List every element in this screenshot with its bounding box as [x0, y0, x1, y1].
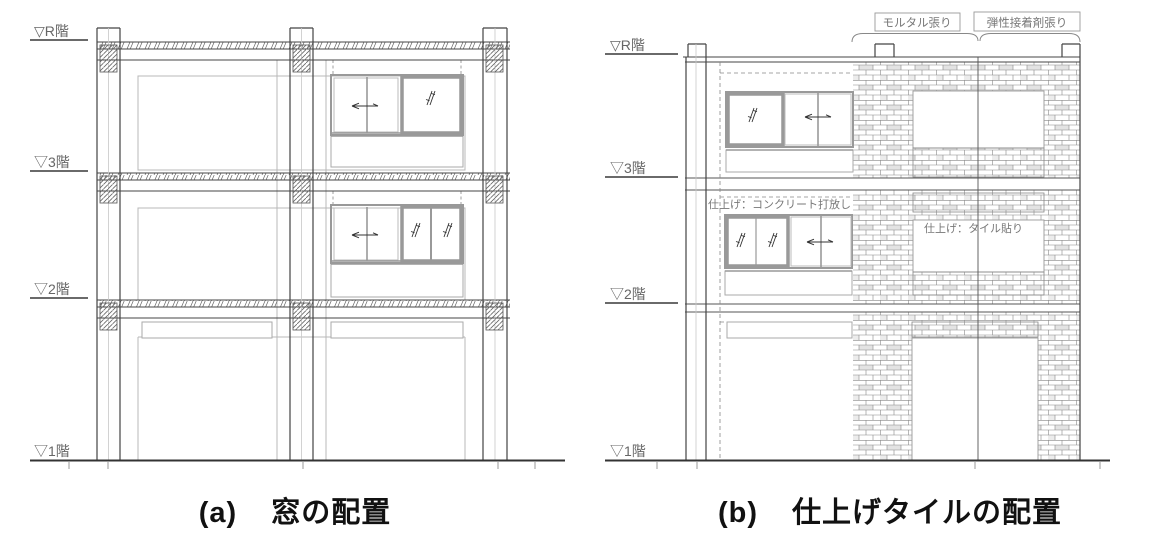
structure-lines — [685, 43, 1081, 460]
window-pane-fixed — [726, 92, 785, 147]
window-top-floor — [330, 74, 464, 137]
floor-label-1: ▽1階 — [34, 443, 70, 459]
drawing-b-tile-arrangement: モルタル張り 弾性接着剤張り — [605, 11, 1110, 469]
parapet-middle — [874, 43, 895, 57]
concrete-finish-label: 仕上げ：コンクリート打放し — [708, 197, 851, 211]
window-pane-sliding — [333, 207, 399, 261]
slide-arrow-icon — [351, 231, 379, 239]
adhesive-label: 弾性接着剤張り — [987, 16, 1068, 30]
floor-label-2: ▽2階 — [34, 281, 70, 297]
caption-a-index: (a) — [198, 497, 238, 529]
caption-b-title: 仕上げタイルの配置 — [792, 497, 1063, 529]
hidden-edge-lines — [332, 60, 462, 206]
window-pane-sliding — [333, 77, 399, 133]
floor-label-r: ▽R階 — [610, 37, 645, 53]
wall-section-blocks — [99, 44, 504, 331]
column-centerlines — [108, 28, 496, 460]
window-sill — [331, 132, 463, 137]
window-pane-fixed — [725, 215, 790, 268]
wall-opening-ground — [911, 337, 1039, 461]
ground-line — [605, 459, 1110, 469]
ground-line — [30, 459, 565, 469]
columns — [96, 27, 508, 460]
tile-spandrel-bands — [911, 147, 1045, 338]
floor-levels: ▽R階 ▽3階 ▽2階 ▽1階 — [30, 23, 88, 459]
window-top-floor — [725, 91, 854, 151]
glass-mark-icon — [410, 222, 421, 238]
window-3rd-floor — [724, 214, 853, 272]
slide-arrow-icon — [351, 102, 379, 110]
glass-mark-icon — [442, 222, 453, 238]
parapet-left — [687, 43, 707, 57]
window-sill — [726, 146, 853, 151]
floor-levels: ▽R階 ▽3階 ▽2階 ▽1階 — [605, 37, 678, 459]
floor-label-3: ▽3階 — [34, 154, 70, 170]
window-3rd-floor — [330, 204, 464, 265]
window-sill — [331, 260, 463, 265]
parapet-right — [1061, 43, 1080, 57]
window-sill — [725, 267, 852, 272]
floor-label-r: ▽R階 — [34, 23, 69, 39]
caption-a-title: 窓の配置 — [271, 497, 392, 529]
wall-opening-top — [912, 90, 1045, 149]
facade-bands — [683, 56, 1080, 313]
mortar-brace — [851, 33, 979, 43]
caption-a: (a) 窓の配置 — [120, 489, 470, 531]
wall-opening-mid — [912, 219, 1045, 273]
tile-openings — [911, 90, 1045, 461]
drawing-a-window-arrangement: ▽R階 ▽3階 ▽2階 ▽1階 — [30, 23, 565, 469]
mortar-label: モルタル張り — [883, 17, 952, 30]
floor-label-3: ▽3階 — [610, 160, 646, 176]
finish-annotations: モルタル張り 弾性接着剤張り — [851, 11, 1081, 43]
caption-b-index: (b) — [717, 497, 758, 529]
glass-mark-icon — [425, 90, 436, 106]
column-left — [685, 57, 707, 460]
concrete-hidden-edges — [719, 62, 853, 460]
caption-b: (b) 仕上げタイルの配置 — [660, 489, 1120, 531]
window-pane-fixed — [400, 75, 463, 135]
floor-label-2: ▽2階 — [610, 286, 646, 302]
adhesive-brace — [979, 33, 1081, 43]
tile-finish-label: 仕上げ：タイル貼り — [924, 221, 1023, 235]
floor-label-1: ▽1階 — [610, 443, 646, 459]
